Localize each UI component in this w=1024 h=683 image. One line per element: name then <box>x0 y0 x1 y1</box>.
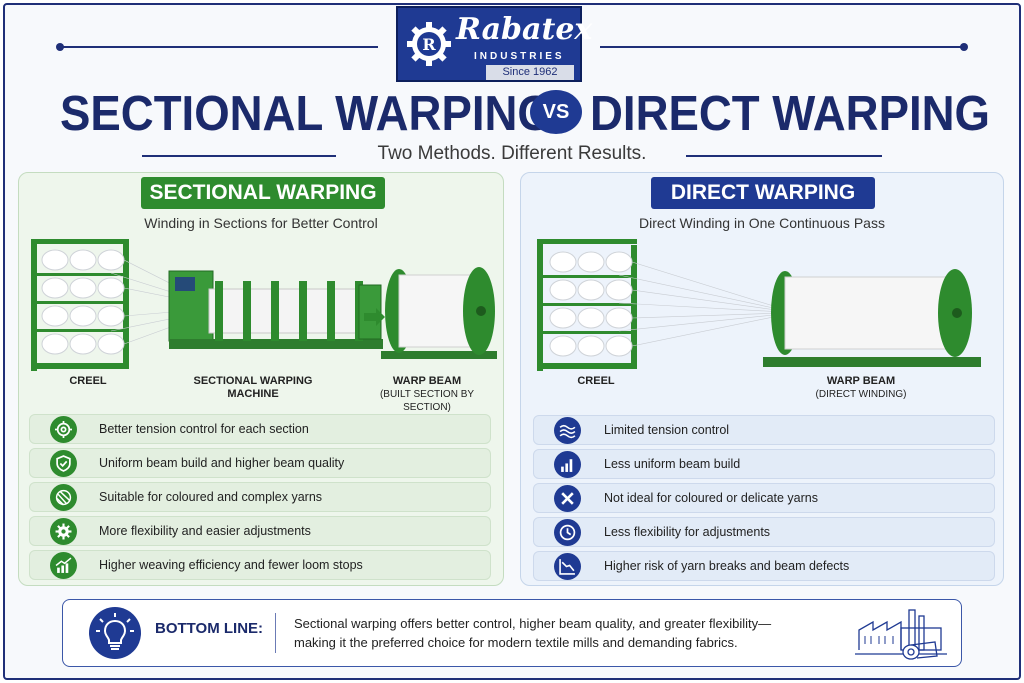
drawback-text: Less uniform beam build <box>604 457 741 471</box>
warp-beam-illustration <box>381 267 497 359</box>
drawback-item: Not ideal for coloured or delicate yarns <box>533 483 995 513</box>
benefit-text: Suitable for coloured and complex yarns <box>99 490 323 504</box>
bottom-line-box: BOTTOM LINE: Sectional warping offers be… <box>62 599 962 667</box>
creel-label: CREEL <box>69 375 107 387</box>
sectional-heading: SECTIONAL WARPING <box>141 177 385 209</box>
benefit-item: Better tension control for each section <box>29 414 491 444</box>
bottom-line-text-2: making it the preferred choice for moder… <box>294 635 738 650</box>
benefit-text: Uniform beam build and higher beam quali… <box>99 456 345 470</box>
subtitle-rule-left <box>142 155 336 157</box>
title-sectional: SECTIONAL WARPING <box>60 87 553 141</box>
benefit-item: Uniform beam build and higher beam quali… <box>29 448 491 478</box>
drawback-item: Less uniform beam build <box>533 449 995 479</box>
direct-panel: DIRECT WARPING Direct Winding in One Con… <box>520 172 1004 586</box>
benefit-text: Higher weaving efficiency and fewer loom… <box>99 558 363 572</box>
machine-label: SECTIONAL WARPING MACHINE <box>189 375 317 401</box>
page-subtitle: Two Methods. Different Results. <box>377 143 647 164</box>
warp-beam-label: WARP BEAM (BUILT SECTION BY SECTION) <box>359 375 495 414</box>
header-rule-right <box>600 43 968 51</box>
growth-chart-icon <box>50 552 77 579</box>
drawback-text: Not ideal for coloured or delicate yarns <box>604 491 819 505</box>
drawback-text: Less flexibility for adjustments <box>604 525 771 539</box>
creel-illustration <box>31 239 129 371</box>
header-rule-left <box>56 43 378 51</box>
bottom-line-divider <box>275 613 276 653</box>
title-direct: DIRECT WARPING <box>590 87 991 141</box>
target-icon <box>50 416 77 443</box>
gear-logo-icon: R <box>407 22 451 66</box>
x-icon <box>554 485 581 512</box>
yarn-ball-icon <box>50 484 77 511</box>
warp-beam-label-title: WARP BEAM <box>392 375 462 387</box>
sectional-machine-illustration <box>168 270 383 349</box>
drawback-item: Higher risk of yarn breaks and beam defe… <box>533 551 995 581</box>
logo-industries: INDUSTRIES <box>474 51 565 62</box>
bar-chart-icon <box>554 451 581 478</box>
bottom-line-text-1: Sectional warping offers better control,… <box>294 616 772 631</box>
direct-tagline: Direct Winding in One Continuous Pass <box>639 215 885 231</box>
sectional-tagline: Winding in Sections for Better Control <box>144 215 378 231</box>
lightbulb-icon <box>89 607 141 659</box>
direct-heading: DIRECT WARPING <box>651 177 875 209</box>
benefit-item: More flexibility and easier adjustments <box>29 516 491 546</box>
vs-badge: VS <box>530 90 582 134</box>
clock-icon <box>554 519 581 546</box>
subtitle-rule-right <box>686 155 882 157</box>
warp-beam-illustration <box>763 269 981 367</box>
warp-beam-label: WARP BEAM (DIRECT WINDING) <box>801 375 921 401</box>
sectional-panel: SECTIONAL WARPING Winding in Sections fo… <box>18 172 504 586</box>
sectional-process-illustration <box>31 239 497 371</box>
logo-since: Since 1962 <box>486 65 574 80</box>
gear-icon <box>50 518 77 545</box>
benefit-item: Higher weaving efficiency and fewer loom… <box>29 550 491 580</box>
logo-wordmark: Rabatex <box>456 12 593 47</box>
bottom-line-text: Sectional warping offers better control,… <box>294 614 834 652</box>
shield-check-icon <box>50 450 77 477</box>
creel-illustration <box>537 239 637 371</box>
bottom-line-label: BOTTOM LINE: <box>155 620 264 637</box>
drawback-text: Higher risk of yarn breaks and beam defe… <box>604 559 850 573</box>
warp-beam-label-note: (BUILT SECTION BY SECTION) <box>379 389 475 413</box>
benefit-text: Better tension control for each section <box>99 422 309 436</box>
drawback-item: Less flexibility for adjustments <box>533 517 995 547</box>
machine-label-line1: SECTIONAL WARPING <box>193 375 313 387</box>
creel-label: CREEL <box>577 375 615 387</box>
waves-icon <box>554 417 581 444</box>
benefit-item: Suitable for coloured and complex yarns <box>29 482 491 512</box>
drawback-item: Limited tension control <box>533 415 995 445</box>
drawback-text: Limited tension control <box>604 423 730 437</box>
rabatex-logo: R Rabatex INDUSTRIES Since 1962 <box>396 6 592 82</box>
direct-process-illustration <box>537 239 981 371</box>
machine-label-line2: MACHINE <box>227 388 279 400</box>
svg-text:R: R <box>422 35 436 54</box>
warp-beam-label-title: WARP BEAM <box>826 375 896 387</box>
decline-chart-icon <box>554 553 581 580</box>
textile-factory-icon <box>855 609 947 660</box>
warp-beam-label-note: (DIRECT WINDING) <box>815 389 907 400</box>
benefit-text: More flexibility and easier adjustments <box>99 524 311 538</box>
page-title: SECTIONAL WARPING VS DIRECT WARPING <box>0 86 1024 141</box>
